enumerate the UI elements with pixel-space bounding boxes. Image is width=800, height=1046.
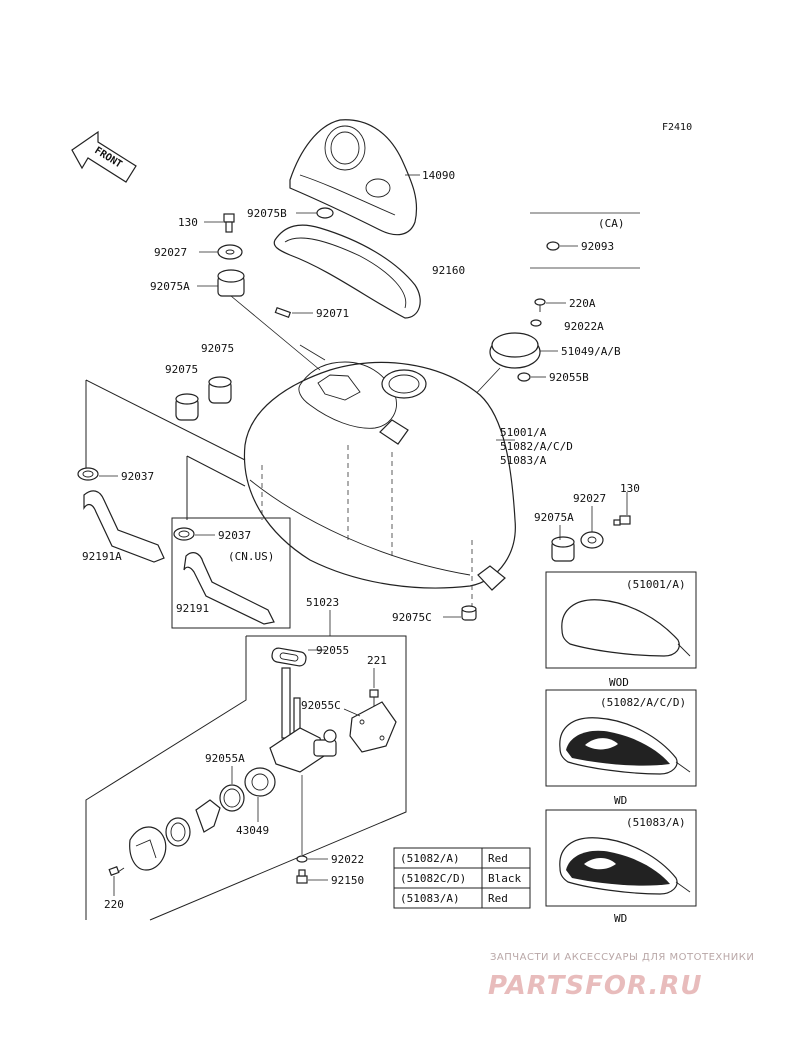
fuel-tank xyxy=(243,361,516,591)
clamp-92037-2 xyxy=(173,527,195,541)
label-92071: 92071 xyxy=(316,307,349,320)
inset-caption: WD xyxy=(614,912,627,925)
label-tank-51083: 51083/A xyxy=(500,454,547,467)
label-92037-1: 92037 xyxy=(121,470,154,483)
label-14090: 14090 xyxy=(422,169,455,182)
label-43049: 43049 xyxy=(236,824,269,837)
label-92055b: 92055B xyxy=(549,371,589,384)
bolt-130-right xyxy=(613,515,631,526)
sealing-ring xyxy=(165,817,191,847)
inset-caption: WD xyxy=(614,794,627,807)
label-92093: 92093 xyxy=(581,240,614,253)
front-arrow-icon: FRONT xyxy=(71,130,137,183)
mount-plate-220 xyxy=(129,826,167,871)
oring-92055b xyxy=(517,372,531,382)
petcock-group-frame xyxy=(149,635,407,921)
fuel-petcock xyxy=(269,667,337,773)
table-row-part: (51082/A) xyxy=(400,852,460,865)
label-92075c: 92075C xyxy=(392,611,432,624)
clamp-92037-1 xyxy=(77,467,99,481)
cover-plate-92055c xyxy=(349,701,397,753)
table-row-color: Red xyxy=(488,892,508,905)
label-92075b: 92075B xyxy=(247,207,287,220)
bolt-92150 xyxy=(296,869,308,884)
label-92027-top: 92027 xyxy=(154,246,187,259)
inset-tank-51001: (51001/A) WOD xyxy=(545,571,697,689)
inset-code: (51083/A) xyxy=(626,816,686,829)
damper-92075a-top xyxy=(217,269,245,297)
bolt-130-top xyxy=(223,213,235,233)
hose-92191 xyxy=(183,552,275,625)
label-92191a: 92191A xyxy=(82,550,122,563)
label-220a: 220A xyxy=(569,297,596,310)
gasket-92055 xyxy=(271,647,307,667)
label-ca: (CA) xyxy=(598,217,625,230)
inset-caption: WOD xyxy=(609,676,629,689)
label-51023: 51023 xyxy=(306,596,339,609)
table-row-part: (51083/A) xyxy=(400,892,460,905)
inset-tank-51082: (51082/A/C/D) WD xyxy=(545,689,697,807)
label-92055c: 92055C xyxy=(301,699,341,712)
label-92055: 92055 xyxy=(316,644,349,657)
damper-92075-1 xyxy=(175,393,199,421)
washer-92022 xyxy=(296,855,308,863)
grommet-92093 xyxy=(546,241,560,251)
label-tank-51082: 51082/A/C/D xyxy=(500,440,573,453)
label-92022a: 92022A xyxy=(564,320,604,333)
table-row-color: Black xyxy=(488,872,521,885)
grommet-92075b xyxy=(316,207,334,219)
watermark-logo: PARTSFOR.RU xyxy=(488,971,702,1001)
label-130-top: 130 xyxy=(178,216,198,229)
label-92022: 92022 xyxy=(331,853,364,866)
dash-cover-14090 xyxy=(289,119,418,236)
damper-92075-2 xyxy=(208,376,232,404)
ca-variant-box: (CA) 92093 xyxy=(530,212,640,269)
tank-cap-51049 xyxy=(489,332,541,369)
screw-220a xyxy=(534,298,546,312)
color-table: (51082/A) Red (51082C/D) Black (51083/A)… xyxy=(393,847,531,909)
inset-code: (51001/A) xyxy=(626,578,686,591)
collar-92027-top xyxy=(217,244,243,260)
figure-code: F2410 xyxy=(662,122,692,133)
damper-92075a-right xyxy=(551,536,575,562)
screw-221 xyxy=(369,689,379,706)
label-92075-1: 92075 xyxy=(165,363,198,376)
watermark-tagline: ЗАПЧАСТИ И АКСЕССУАРЫ ДЛЯ МОТОТЕХНИКИ xyxy=(490,952,754,963)
screw-220 xyxy=(108,866,125,876)
label-92075-2: 92075 xyxy=(201,342,234,355)
lever-43049 xyxy=(244,767,276,797)
hose-92191a xyxy=(83,490,165,563)
table-row-color: Red xyxy=(488,852,508,865)
label-92037-2: 92037 xyxy=(218,529,251,542)
inset-code: (51082/A/C/D) xyxy=(600,696,686,709)
washer-92022a xyxy=(530,319,542,327)
label-92027-right: 92027 xyxy=(573,492,606,505)
filter-cup xyxy=(195,799,221,833)
gasket-92160 xyxy=(273,224,421,319)
inset-tank-51083: (51083/A) WD xyxy=(545,809,697,925)
hose-callout-line xyxy=(85,379,246,461)
label-92191: 92191 xyxy=(176,602,209,615)
label-92075a-top: 92075A xyxy=(150,280,190,293)
label-92055a: 92055A xyxy=(205,752,245,765)
damper-92075c xyxy=(461,605,477,621)
table-row-part: (51082C/D) xyxy=(400,872,466,885)
label-130-right: 130 xyxy=(620,482,640,495)
label-221: 221 xyxy=(367,654,387,667)
label-tank-51001: 51001/A xyxy=(500,426,547,439)
label-92150: 92150 xyxy=(331,874,364,887)
label-92075a-right: 92075A xyxy=(534,511,574,524)
cnus-variant-box xyxy=(171,517,291,629)
label-220: 220 xyxy=(104,898,124,911)
label-cnus: (CN.US) xyxy=(228,550,274,563)
collar-92027-right xyxy=(580,531,604,549)
clip-92071 xyxy=(274,306,292,318)
label-92160: 92160 xyxy=(432,264,465,277)
label-51049: 51049/A/B xyxy=(561,345,621,358)
